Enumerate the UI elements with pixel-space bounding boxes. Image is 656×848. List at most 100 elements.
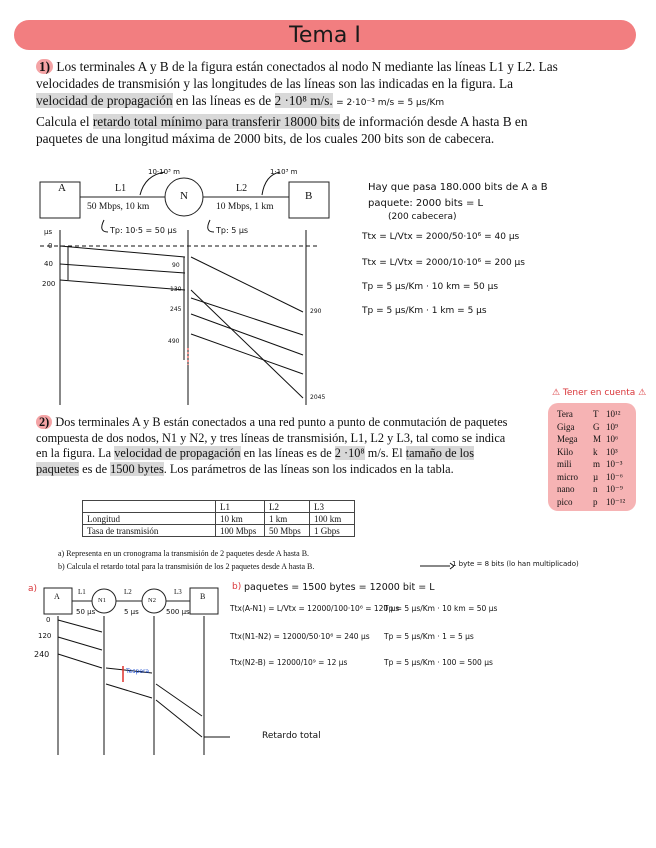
problem2-statement: 2) Dos terminales A y B están conectados… (36, 415, 516, 477)
problem1-number: 1) (36, 59, 54, 74)
hw-note-line1: Hay que pasa 180.000 bits de A a B (368, 182, 548, 193)
table-header-row: L1 L2 L3 (82, 500, 355, 513)
problem1-statement: 1) Los terminales A y B de la figura est… (36, 58, 566, 147)
hw-p2-label-b: b) (232, 582, 242, 592)
packet-line (190, 297, 304, 336)
p2-node-n2-label: N2 (148, 597, 156, 604)
tp1-arrow (101, 219, 109, 233)
problem1-text: Calcula el (36, 114, 93, 129)
prefix-name: Kilo (557, 446, 574, 457)
table-row: Longitud 10 km 1 km 100 km (82, 512, 355, 525)
table-cell: Longitud (82, 512, 216, 525)
byte-note-arrow (420, 562, 454, 570)
hw-axis-0: 0 (48, 242, 53, 250)
problem2-highlight: 2 ·10⁸ (334, 446, 365, 461)
hw-p2-axis-120: 120 (38, 632, 52, 640)
diagram-l2-spec: 10 Mbps, 1 km (216, 202, 274, 212)
prefix-pow: 10⁶ (606, 434, 619, 444)
p2-packet-line (57, 619, 103, 633)
hw-p2-eq6: Tp = 5 µs/Km · 100 = 500 µs (384, 658, 493, 667)
hw-p2-eq1: Ttx(A-N1) = L/Vtx = 12000/100·10⁶ = 120 … (230, 604, 400, 613)
prefix-sym: n (593, 484, 598, 494)
hw-mark-130: 130 (170, 286, 182, 293)
diagram-l1-spec: 50 Mbps, 10 km (87, 202, 150, 212)
problem1-diagram (39, 171, 330, 405)
diagram-l1-label: L1 (115, 183, 127, 194)
hw-mark-290: 290 (310, 308, 322, 315)
prefix-title: ⚠ Tener en cuenta ⚠ (552, 388, 647, 398)
prefix-name: pico (557, 496, 573, 507)
hw-byte-note: 1 byte = 8 bits (lo han multiplicado) (452, 560, 579, 568)
prefix-name: Tera (557, 409, 573, 419)
hw-p2-tp-l1: 50 µs (76, 608, 96, 616)
table-header-cell (82, 500, 216, 513)
p2-node-b-label: B (200, 592, 206, 601)
hw-tespera: Tespera (126, 668, 150, 675)
p2-node-a-label: A (54, 592, 60, 601)
hw-p2-eq2: Ttx(N1-N2) = 12000/50·10⁶ = 240 µs (230, 632, 370, 641)
problem1-text: Los terminales A y B de la figura están … (36, 59, 558, 91)
table-header-cell: L2 (264, 500, 310, 513)
p2-node-n1-label: N1 (98, 597, 106, 604)
problem1-highlight: retardo total mínimo para transferir 180… (92, 114, 340, 129)
p2-l1-label: L1 (78, 588, 86, 596)
p2-packet-line (57, 636, 103, 651)
l2-arrow (261, 171, 281, 196)
hw-mark-490: 490 (168, 338, 180, 345)
table-header-cell: L3 (309, 500, 355, 513)
problem1-paragraph2: Calcula el retardo total mínimo para tra… (36, 113, 566, 147)
hw-tp1: Tp: 10·5 = 50 µs (110, 226, 177, 235)
hw-p2-eq5: Tp = 5 µs/Km · 1 = 5 µs (384, 632, 474, 641)
hw-axis-200: 200 (42, 280, 56, 288)
diagram-node-a-label: A (58, 182, 66, 194)
hw-p2-tp-l2: 5 µs (124, 608, 139, 616)
hw-eq4: Tp = 5 µs/Km · 1 km = 5 µs (362, 306, 487, 316)
problem1-text: de información desde A hasta B en paquet… (36, 114, 528, 146)
p2-node-b-box (189, 587, 219, 615)
packet-line (190, 256, 304, 313)
prefix-pow: 10¹² (606, 409, 621, 419)
hw-p2-axis-240: 240 (34, 650, 50, 659)
hw-retardo-total: Retardo total (262, 731, 321, 741)
prefix-pow: 10³ (606, 446, 618, 457)
packet-line (59, 245, 186, 258)
table-row: Tasa de transmisión 100 Mbps 50 Mbps 1 G… (82, 524, 355, 537)
prefix-name: Giga (557, 421, 575, 432)
hw-p2-eq4: Tp = 5 µs/Km · 10 km = 50 µs (384, 604, 498, 613)
prefix-name: Mega (557, 434, 578, 444)
prefix-name: mili (557, 459, 572, 469)
prefix-sym: k (593, 446, 598, 457)
hw-tp2: Tp: 5 µs (216, 226, 249, 235)
table-cell: 1 Gbps (309, 524, 355, 537)
prefix-pow: 10⁻⁶ (606, 471, 623, 482)
packet-line (190, 289, 304, 399)
prefix-name: micro (557, 471, 578, 482)
table-cell: 100 km (309, 512, 355, 525)
problem2-text: m/s. El (364, 446, 406, 461)
l1-arrow (139, 171, 166, 196)
p2-packet-line (105, 683, 153, 699)
hw-p2-tp-l3: 500 µs (166, 608, 190, 616)
hw-mark-245: 245 (170, 306, 182, 313)
hw-eq3: Tp = 5 µs/Km · 10 km = 50 µs (362, 282, 499, 292)
prefix-card (548, 403, 636, 511)
problem1-highlight: velocidad de propagación (36, 93, 173, 108)
table-cell: 100 Mbps (215, 524, 265, 537)
hw-note-line2: paquete: 2000 bits = L (368, 198, 484, 209)
hw-p2-label-a: a) (28, 584, 38, 594)
table-cell: 50 Mbps (264, 524, 310, 537)
p2-l3-label: L3 (174, 588, 182, 596)
title-banner: Tema I (14, 20, 636, 50)
p2-packet-line (105, 667, 153, 674)
hw-eq2: Ttx = L/Vtx = 2000/10·10⁶ = 200 µs (362, 258, 525, 268)
hw-axis-40: 40 (44, 260, 53, 268)
problem1-highlight: 2 ·10⁸ m/s. (274, 93, 333, 108)
hw-note-line3: (200 cabecera) (388, 212, 457, 222)
packet-line (190, 333, 304, 375)
prefix-pow: 10⁹ (606, 421, 619, 432)
prefix-sym: p (593, 496, 598, 507)
table-cell: 10 km (215, 512, 265, 525)
hw-p2-eq3: Ttx(N2-B) = 12000/10⁹ = 12 µs (230, 658, 348, 667)
table-header-cell: L1 (215, 500, 265, 513)
prefix-pow: 10⁻³ (606, 459, 623, 469)
